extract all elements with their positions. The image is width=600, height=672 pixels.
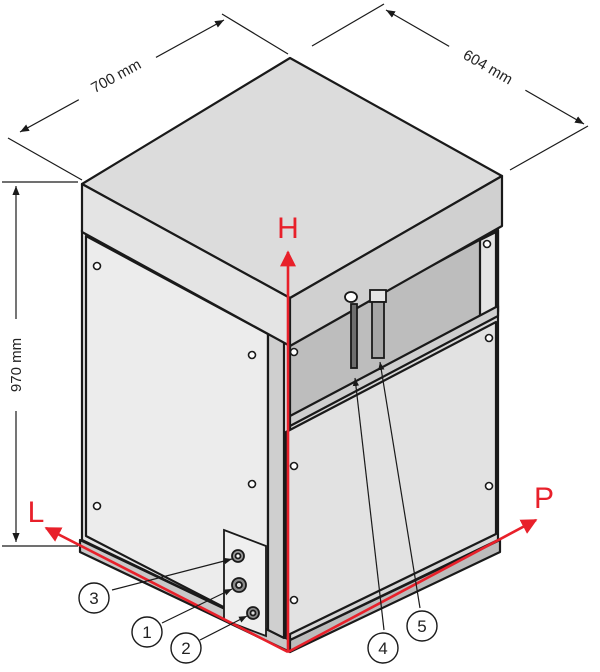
- screw: [247, 479, 257, 489]
- axes: [44, 250, 538, 654]
- callout-1: 1: [131, 616, 163, 648]
- callout-3-label: 3: [89, 589, 98, 608]
- screw: [92, 261, 102, 271]
- left-panel-edge: [266, 332, 286, 640]
- h-axis-label: H: [277, 212, 299, 245]
- fitting-3-inner: [234, 552, 242, 560]
- service-ledge: [288, 304, 500, 428]
- callout-4: 4: [367, 632, 399, 664]
- screws: [92, 239, 494, 618]
- callout-2-label: 2: [181, 639, 190, 658]
- height-label: 970 mm: [8, 338, 25, 392]
- screw: [289, 347, 299, 357]
- callout-3: 3: [78, 582, 110, 614]
- service-hole: [344, 291, 358, 303]
- l-axis: [44, 526, 289, 654]
- screw: [289, 595, 299, 605]
- callout-5: 5: [406, 610, 438, 642]
- connection-plate: [223, 528, 267, 638]
- callout-leaders: [111, 361, 421, 641]
- ext-line: [7, 137, 83, 181]
- width-label-bg: [69, 40, 162, 110]
- callout-5-label: 5: [417, 617, 426, 636]
- leader-2: [199, 615, 248, 641]
- leader-4: [352, 377, 385, 631]
- right-front-panel: [284, 320, 498, 638]
- fitting-2-inner: [249, 609, 257, 617]
- p-axis: [287, 518, 538, 654]
- callout-4-label: 4: [378, 639, 387, 658]
- p-axis-label: P: [534, 482, 554, 515]
- leader-5: [378, 361, 421, 609]
- screw: [484, 481, 494, 491]
- leader-3: [111, 557, 233, 591]
- ext-line: [221, 13, 289, 55]
- callouts: 3 1 2 4 5: [78, 582, 438, 664]
- screw: [92, 501, 102, 511]
- probe-tube: [371, 301, 385, 359]
- probes: [344, 289, 387, 369]
- fitting-1-inner: [235, 581, 243, 589]
- probe-rod: [350, 303, 358, 369]
- callout-1-label: 1: [142, 623, 151, 642]
- screw: [247, 350, 257, 360]
- screw: [482, 239, 492, 249]
- ext-line: [509, 125, 589, 171]
- height-label-bg: [3, 319, 29, 411]
- screw: [484, 333, 494, 343]
- l-axis-label: L: [28, 496, 45, 529]
- screw: [289, 461, 299, 471]
- ext-line: [311, 3, 385, 47]
- lid-right-band: [288, 174, 504, 348]
- leader-1: [161, 588, 233, 624]
- depth-label-bg: [442, 32, 534, 102]
- probe-fitting: [369, 289, 387, 303]
- callout-2: 2: [170, 632, 202, 664]
